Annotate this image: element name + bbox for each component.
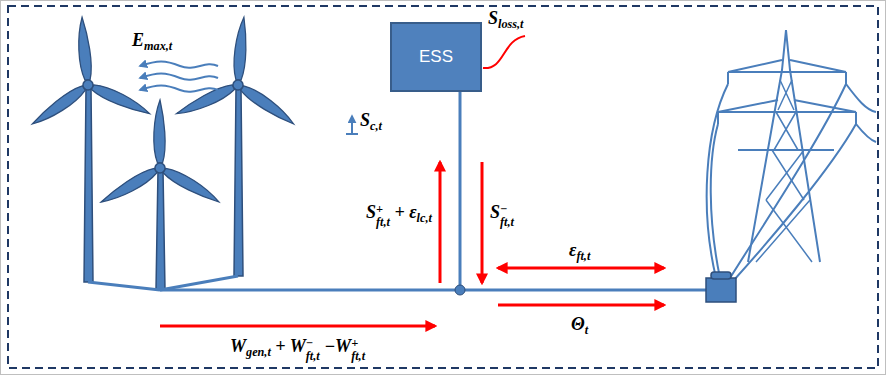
grid-power-arrow bbox=[498, 304, 664, 307]
wind-power-arrow bbox=[160, 325, 435, 328]
wind-line bbox=[140, 62, 218, 68]
wind-lines bbox=[140, 62, 218, 92]
box-label: ESS bbox=[419, 47, 453, 67]
wind-line bbox=[140, 86, 218, 92]
turbine-tower bbox=[156, 170, 165, 290]
discharge-flow-label: S−ft,t bbox=[490, 200, 514, 227]
loss-leader bbox=[483, 36, 525, 68]
turbine-tower bbox=[234, 88, 243, 276]
storage-box: ESS bbox=[390, 22, 482, 92]
electrical-bus bbox=[88, 92, 706, 290]
turbine-tower bbox=[84, 88, 93, 282]
transformer-box bbox=[706, 278, 736, 302]
charge-state-label: Sc,t bbox=[360, 108, 382, 134]
ess-feeder-line bbox=[459, 92, 462, 290]
feeder-line bbox=[88, 282, 160, 290]
charge-flow-label: S+ft,t + εlc,t bbox=[366, 200, 432, 227]
loss-label: Sloss,t bbox=[488, 6, 524, 32]
charge-arrow bbox=[439, 162, 442, 283]
turbine-blade bbox=[162, 165, 222, 206]
transformer bbox=[706, 272, 736, 302]
turbine-hub bbox=[233, 80, 243, 90]
turbine-hub bbox=[155, 163, 165, 173]
turbine-blade bbox=[76, 17, 93, 81]
tower-arms bbox=[718, 72, 856, 150]
soc-arrow bbox=[351, 116, 353, 134]
turbine-hub bbox=[83, 80, 93, 90]
discharge-arrow bbox=[481, 162, 484, 283]
turbine-blade bbox=[239, 83, 297, 128]
power-wire bbox=[730, 84, 846, 278]
power-wire bbox=[711, 124, 720, 278]
state-of-charge-symbol bbox=[346, 116, 358, 134]
transformer-cap bbox=[711, 272, 731, 279]
system-boundary bbox=[8, 6, 878, 368]
deviation-label: εft,t bbox=[569, 238, 590, 264]
wind-turbines bbox=[29, 17, 297, 290]
turbine-blade bbox=[90, 82, 152, 119]
turbine-blade bbox=[29, 84, 87, 129]
transmission-tower bbox=[707, 30, 876, 280]
tower-lattice bbox=[756, 80, 812, 262]
turbine-blade bbox=[232, 17, 249, 81]
insulators bbox=[718, 72, 856, 124]
bus-node bbox=[455, 285, 465, 295]
power-wire bbox=[846, 84, 876, 112]
deviation-arrow bbox=[498, 267, 664, 270]
power-wire bbox=[707, 84, 728, 278]
wind-line bbox=[140, 74, 218, 80]
bus-line bbox=[160, 289, 706, 292]
feeder-line bbox=[160, 276, 238, 290]
wind-power-label: Wgen,t + W−ft,t −W+ft,t bbox=[230, 334, 365, 361]
wind-energy-label: Emax,t bbox=[132, 28, 172, 54]
turbine-blade bbox=[154, 100, 165, 163]
power-wire bbox=[734, 124, 856, 280]
power-wire bbox=[856, 124, 876, 142]
turbine-blade bbox=[99, 166, 159, 207]
power-flow-arrows bbox=[160, 162, 664, 326]
grid-power-label: Θt bbox=[571, 312, 588, 338]
